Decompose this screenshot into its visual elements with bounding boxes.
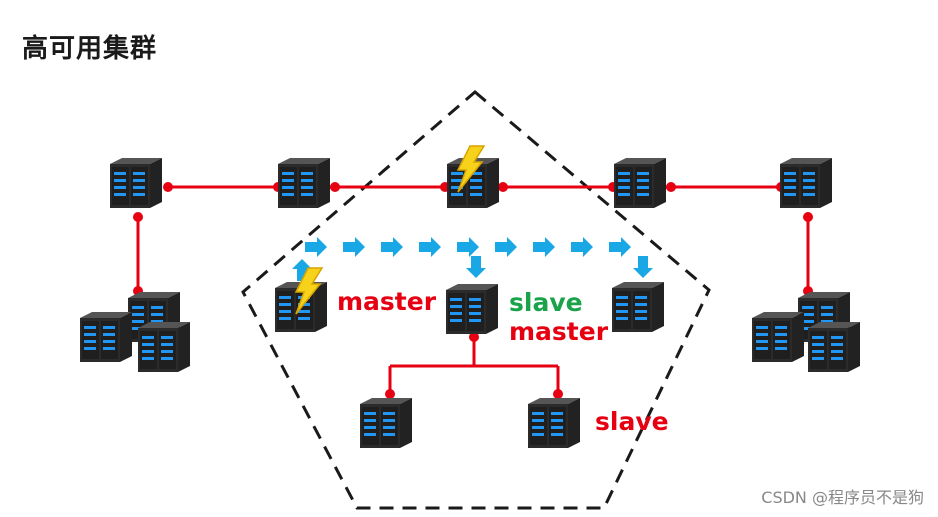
- arrow-right-icon: [495, 237, 517, 257]
- arrow-right-icon: [381, 237, 403, 257]
- page-title: 高可用集群: [22, 34, 158, 64]
- arrow-right-icon: [533, 237, 555, 257]
- arrow-down-icon: [633, 256, 653, 278]
- server-cluster-icon: [80, 292, 190, 372]
- server-icon: [446, 284, 498, 334]
- arrow-down-icon: [466, 256, 486, 278]
- arrow-right-icon: [305, 237, 327, 257]
- server-icon: [360, 398, 412, 448]
- slave-label: slave: [509, 288, 583, 317]
- server-icon: [278, 158, 330, 208]
- arrow-right-icon: [457, 237, 479, 257]
- master-label: master: [337, 287, 437, 316]
- arrow-right-icon: [419, 237, 441, 257]
- author-credit: CSDN @程序员不是狗: [761, 488, 924, 507]
- replication-arrows: [292, 237, 653, 281]
- pentagon-boundary: [241, 90, 711, 510]
- arrow-right-icon: [571, 237, 593, 257]
- server-cluster-icon: [752, 292, 860, 372]
- slave-label: slave: [595, 407, 669, 436]
- server-icon: [612, 282, 664, 332]
- server-icon: [614, 158, 666, 208]
- server-icon: [110, 158, 162, 208]
- master-label: master: [509, 317, 609, 346]
- arrow-right-icon: [343, 237, 365, 257]
- server-icon: [780, 158, 832, 208]
- arrow-right-icon: [609, 237, 631, 257]
- server-icon: [528, 398, 580, 448]
